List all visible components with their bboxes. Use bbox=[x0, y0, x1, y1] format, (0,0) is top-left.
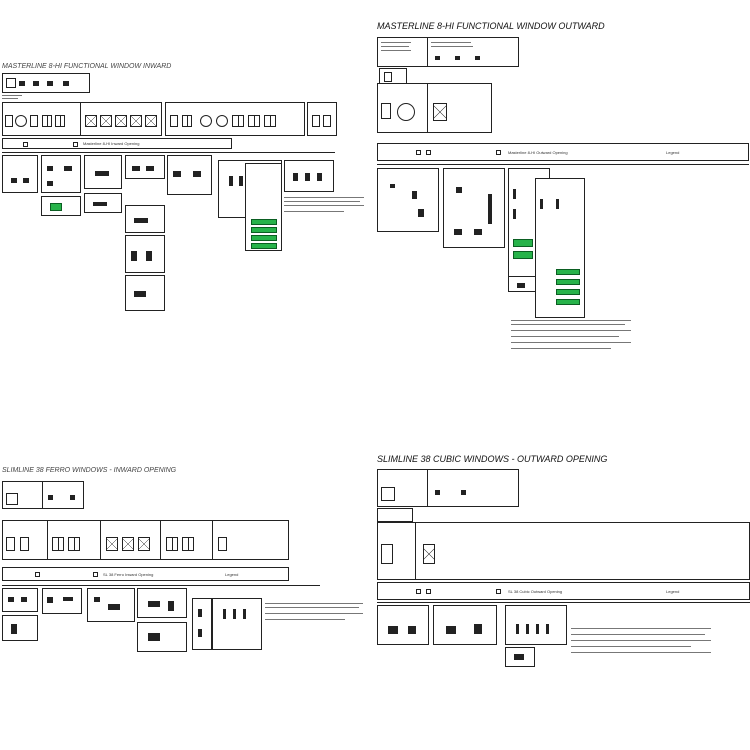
window-frame-icon bbox=[6, 78, 16, 88]
window-frame-icon bbox=[6, 493, 18, 505]
footer-label: Legend bbox=[225, 572, 239, 577]
legend-icon bbox=[416, 589, 421, 594]
legend-icon bbox=[416, 150, 421, 155]
note-bar: Masterline 8-HI Inward Opening bbox=[2, 138, 232, 149]
crossed-window-icon bbox=[433, 103, 447, 121]
detail-box bbox=[377, 168, 439, 232]
window-types-box bbox=[377, 522, 750, 580]
profile-section-box bbox=[505, 605, 567, 645]
sheet-title: MASTERLINE 8-HI FUNCTIONAL WINDOW OUTWAR… bbox=[377, 21, 605, 31]
sheet-title: SLIMLINE 38 FERRO WINDOWS - INWARD OPENI… bbox=[2, 467, 177, 474]
detail-box bbox=[2, 155, 38, 193]
window-frame-icon bbox=[384, 72, 392, 82]
profile-section-box bbox=[192, 598, 212, 650]
sheet-title: SLIMLINE 38 CUBIC WINDOWS - OUTWARD OPEN… bbox=[377, 454, 608, 464]
header-legend-box bbox=[377, 469, 519, 507]
footer-label: Legend bbox=[666, 150, 680, 155]
sheet-title: MASTERLINE 8-HI FUNCTIONAL WINDOW INWARD bbox=[2, 63, 172, 70]
detail-box bbox=[2, 588, 38, 612]
note-label: Masterline 8-HI Outward Opening bbox=[508, 150, 568, 155]
circle-window-icon bbox=[397, 103, 415, 121]
header-legend-box bbox=[2, 73, 90, 93]
note-label: Masterline 8-HI Inward Opening bbox=[83, 141, 140, 146]
sheet-top-left: MASTERLINE 8-HI FUNCTIONAL WINDOW INWARD… bbox=[0, 55, 370, 325]
legend-icon bbox=[23, 142, 28, 147]
sheet-bottom-left: SLIMLINE 38 FERRO WINDOWS - INWARD OPENI… bbox=[0, 465, 370, 665]
crossed-window-icon bbox=[106, 537, 118, 551]
sheet-bottom-right: SLIMLINE 38 CUBIC WINDOWS - OUTWARD OPEN… bbox=[375, 452, 750, 672]
note-label: SL 38 Cubic Outward Opening bbox=[508, 589, 563, 594]
footer-label: Legend bbox=[666, 589, 680, 594]
window-frame-icon bbox=[381, 103, 391, 119]
crossed-window-icon bbox=[85, 115, 97, 127]
legend-icon bbox=[35, 572, 40, 577]
sheet-top-right: MASTERLINE 8-HI FUNCTIONAL WINDOW OUTWAR… bbox=[375, 18, 750, 358]
note-bar: Masterline 8-HI Outward Opening Legend bbox=[377, 143, 749, 161]
note-bar: SL 38 Ferro Inward Opening Legend bbox=[2, 567, 289, 581]
note-label: SL 38 Ferro Inward Opening bbox=[103, 572, 154, 577]
detail-box bbox=[377, 605, 429, 645]
window-frame-icon bbox=[381, 487, 395, 501]
crossed-window-icon bbox=[423, 544, 435, 564]
circle-window-icon bbox=[15, 115, 27, 127]
window-frame-icon bbox=[5, 115, 13, 127]
note-bar: SL 38 Cubic Outward Opening Legend bbox=[377, 582, 750, 600]
